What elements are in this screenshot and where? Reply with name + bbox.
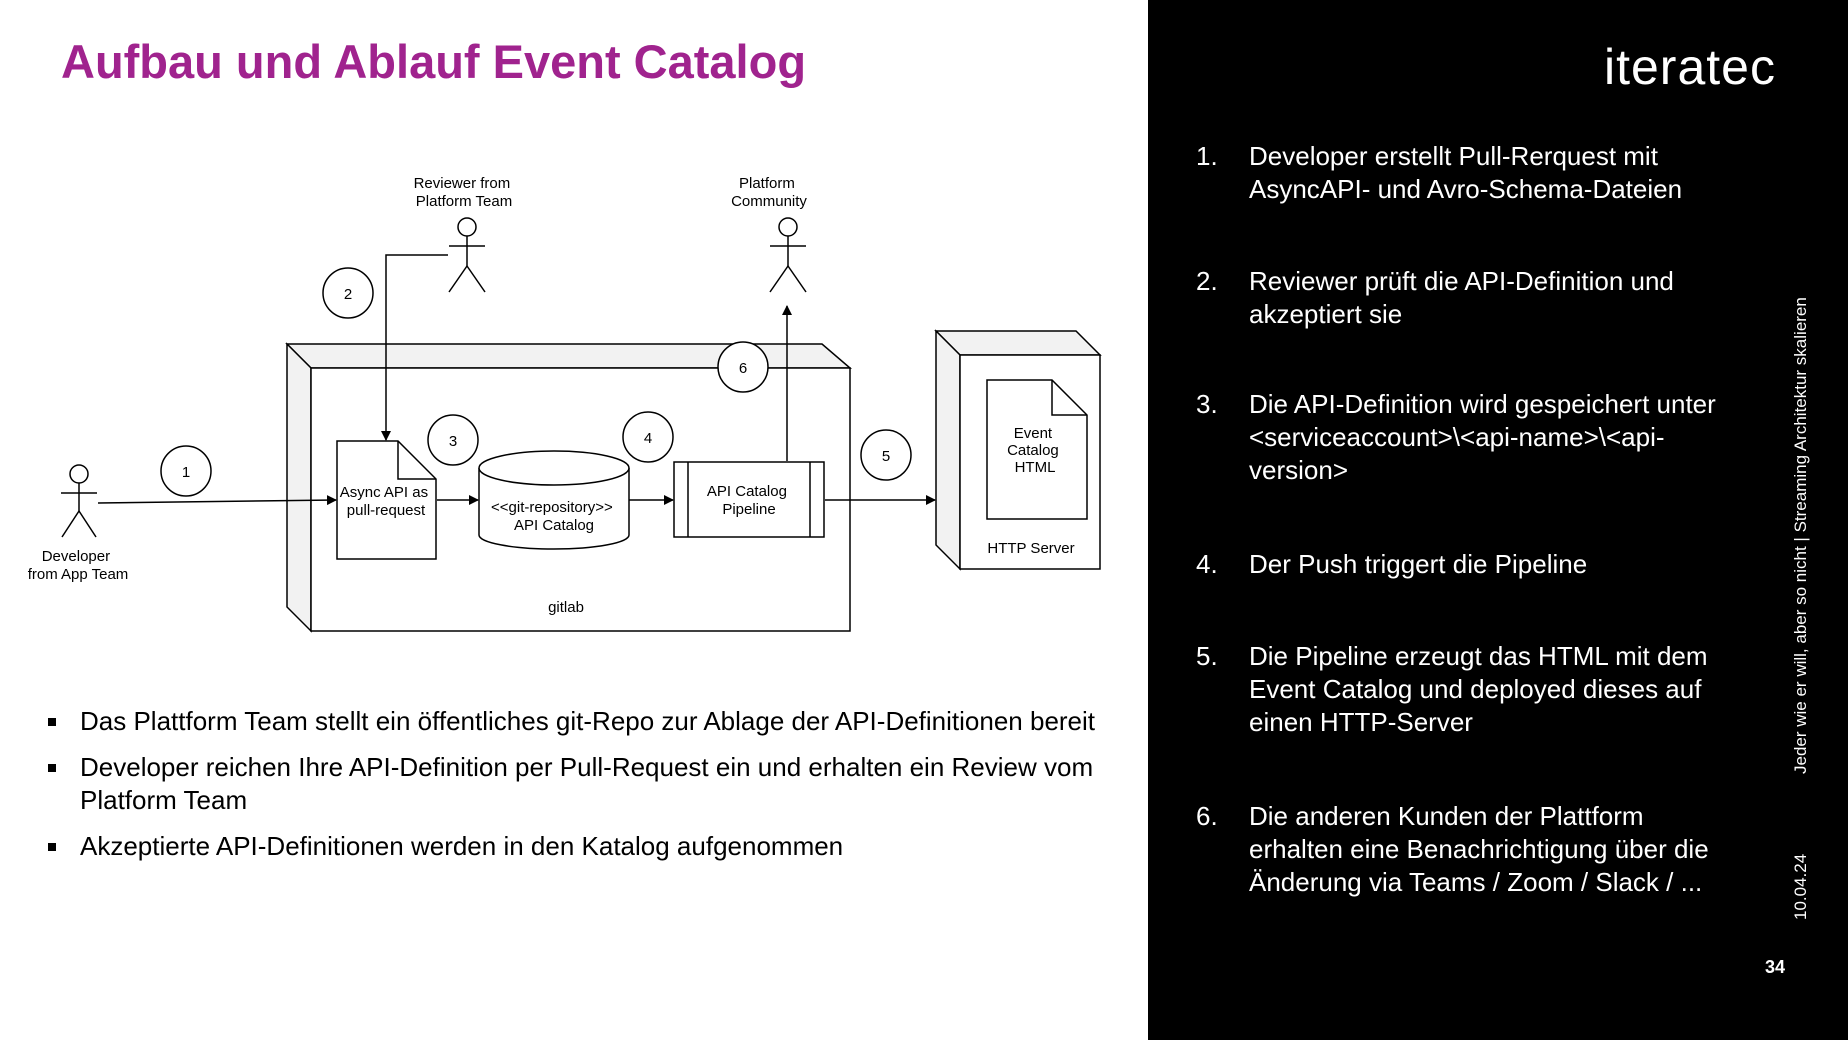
event-catalog-document: Event Catalog HTML (986, 379, 1088, 520)
step-number: 4. (1196, 549, 1218, 579)
step-marker-2: 2 (322, 267, 374, 319)
step-text: Die Pipeline erzeugt das HTML mit dem Ev… (1249, 641, 1708, 737)
step-text: Die API-Definition wird gespeichert unte… (1249, 389, 1716, 485)
reviewer-actor (448, 217, 486, 293)
summary-bullets: Das Plattform Team stellt ein öffentlich… (44, 705, 1114, 876)
http-server-label: HTTP Server (987, 540, 1074, 557)
step-text: Reviewer prüft die API-Definition und ak… (1249, 266, 1674, 329)
step-text: Der Push triggert die Pipeline (1249, 549, 1588, 579)
svg-text:2: 2 (344, 286, 352, 303)
developer-actor (61, 464, 97, 538)
steps-panel (1148, 0, 1848, 1040)
footer-date: 10.04.24 (1791, 853, 1810, 920)
architecture-diagram: gitlab HTTP Server Event Catalog HTML As… (28, 175, 1102, 633)
step-marker-6: 6 (717, 341, 769, 393)
step-text: Die anderen Kunden der Plattform erhalte… (1249, 801, 1709, 897)
step-text: Developer erstellt Pull-Rerquest mit Asy… (1249, 141, 1683, 204)
community-actor (769, 217, 807, 293)
step-number: 2. (1196, 266, 1218, 296)
slide-title: Aufbau und Ablauf Event Catalog (61, 35, 807, 88)
step-number: 6. (1196, 801, 1218, 831)
pull-request-document: Async API as pull-request (336, 440, 437, 560)
svg-text:6: 6 (739, 360, 747, 377)
svg-text:4: 4 (644, 430, 652, 447)
footer-presentation-title: Jeder wie er will, aber so nicht | Strea… (1791, 297, 1810, 774)
step-number: 5. (1196, 641, 1218, 671)
step-number: 3. (1196, 389, 1218, 419)
svg-text:1: 1 (182, 464, 190, 481)
gitlab-label: gitlab (548, 599, 584, 616)
bullet-item: Developer reichen Ihre API-Definition pe… (44, 751, 1114, 817)
pipeline-process: API Catalog Pipeline (673, 461, 825, 538)
developer-label: Developer from App Team (28, 548, 129, 583)
bullet-item: Akzeptierte API-Definitionen werden in d… (44, 830, 1114, 863)
page-number: 34 (1765, 957, 1786, 977)
bullet-item: Das Plattform Team stellt ein öffentlich… (44, 705, 1114, 738)
repository-label: <<git-repository>> API Catalog (491, 499, 617, 534)
step-marker-4: 4 (622, 411, 674, 463)
iteratec-logo: iteratec (1604, 39, 1776, 95)
step-marker-3: 3 (427, 414, 479, 466)
svg-text:5: 5 (882, 448, 890, 465)
step-number: 1. (1196, 141, 1218, 171)
svg-text:3: 3 (449, 433, 457, 450)
pull-request-label: Async API as pull-request (340, 484, 433, 519)
community-label: Platform Community (731, 175, 807, 210)
step-marker-5: 5 (860, 429, 912, 481)
step-marker-1: 1 (160, 445, 212, 497)
connectors (97, 254, 936, 506)
reviewer-label: Reviewer from Platform Team (414, 175, 515, 210)
event-catalog-label: Event Catalog HTML (1007, 425, 1063, 476)
pipeline-label: API Catalog Pipeline (707, 483, 791, 518)
repository-cylinder: <<git-repository>> API Catalog (478, 450, 630, 550)
